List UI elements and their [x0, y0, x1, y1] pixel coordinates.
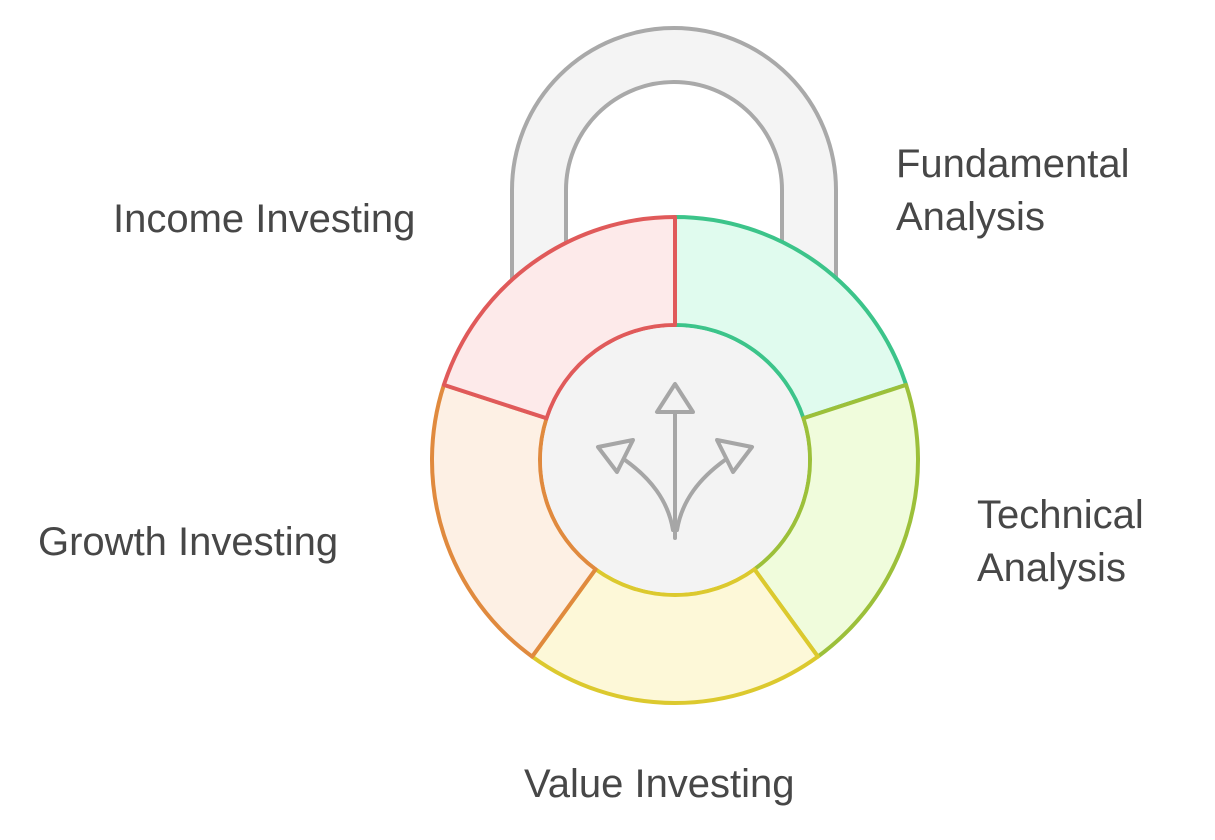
label-technical-analysis: Technical Analysis [977, 493, 1144, 590]
lock-ring [430, 215, 920, 705]
lock-shackle [510, 26, 838, 302]
segment-fundamental [673, 215, 909, 421]
segment-value [530, 567, 820, 705]
label-fundamental-analysis: Fundamental Analysis [896, 142, 1130, 239]
label-value-investing: Value Investing [524, 762, 795, 806]
label-growth-investing: Growth Investing [38, 520, 339, 564]
segment-income [441, 215, 677, 421]
label-income-investing: Income Investing [113, 197, 416, 241]
shackle-body [510, 26, 838, 302]
lock-center [542, 327, 808, 593]
segment-technical [752, 382, 920, 659]
segment-growth [430, 382, 598, 659]
diverging-arrows-icon [596, 382, 754, 540]
